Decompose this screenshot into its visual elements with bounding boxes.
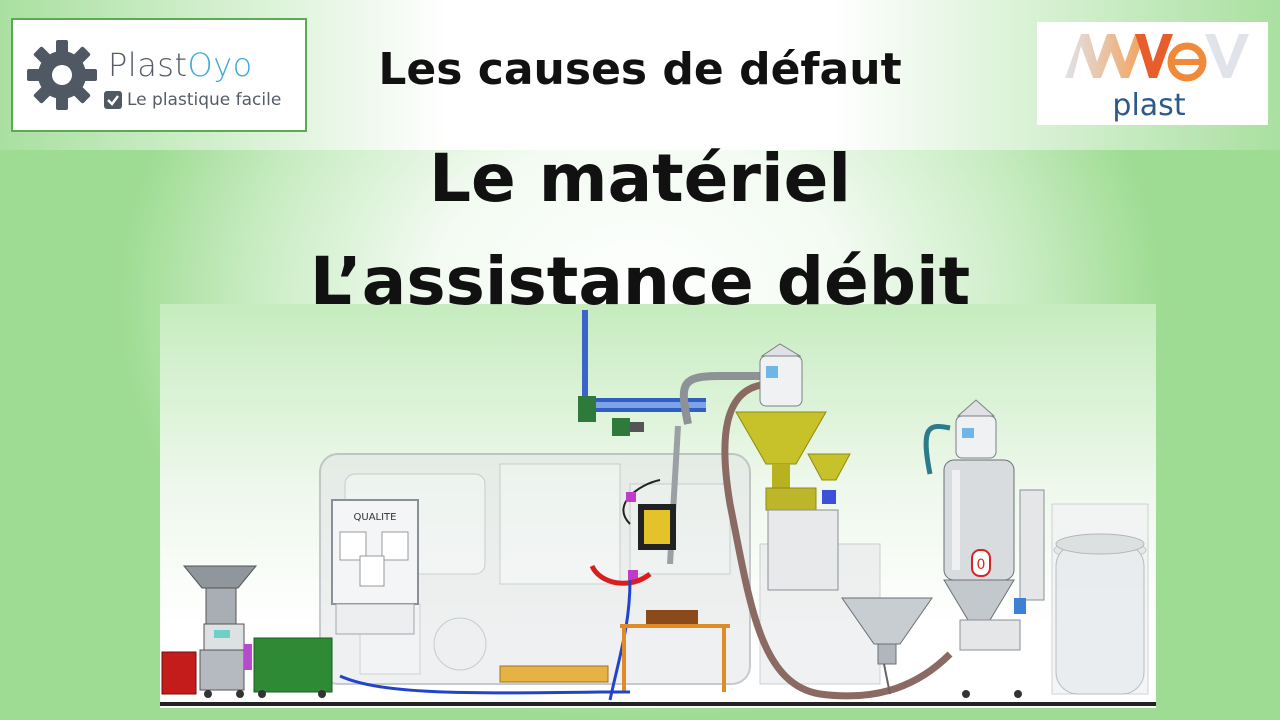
heading-causes: Les causes de défaut [378, 44, 902, 95]
awev-logo-mark: plast [1065, 34, 1249, 123]
funnel-hopper [841, 597, 933, 695]
heading-assistance: L’assistance débit [309, 243, 971, 320]
floor-line [160, 702, 1156, 706]
gear-icon [27, 40, 97, 110]
plastoyo-tagline: Le plastique facile [127, 90, 282, 110]
plastoyo-brand: PlastOyo [108, 46, 253, 84]
injection-line-drawing: QUALITE [160, 310, 1156, 706]
dryer-label: 0 [977, 557, 986, 573]
brand-second: Oyo [187, 46, 253, 84]
awev-subtitle: plast [1112, 88, 1185, 123]
awev-plast-logo: plast [1037, 22, 1268, 125]
red-bin [161, 651, 197, 695]
machine-illustration: QUALITE [160, 304, 1156, 708]
heading-materiel: Le matériel [429, 140, 851, 217]
sprue-picker [578, 310, 706, 436]
material-barrel [1051, 503, 1149, 695]
checkbox-icon [104, 91, 122, 109]
hopper-loader [735, 343, 851, 591]
granulator [182, 565, 258, 698]
parts-tray [499, 665, 609, 683]
qualite-cabinet: QUALITE [331, 499, 419, 635]
control-module [589, 479, 730, 701]
dryer: 0 [923, 399, 1045, 698]
green-container [244, 637, 333, 698]
brand-first: Plast [108, 46, 188, 84]
panel-label: QUALITE [354, 512, 397, 523]
plastoyo-logo: PlastOyo Le plastique facile [11, 18, 307, 132]
